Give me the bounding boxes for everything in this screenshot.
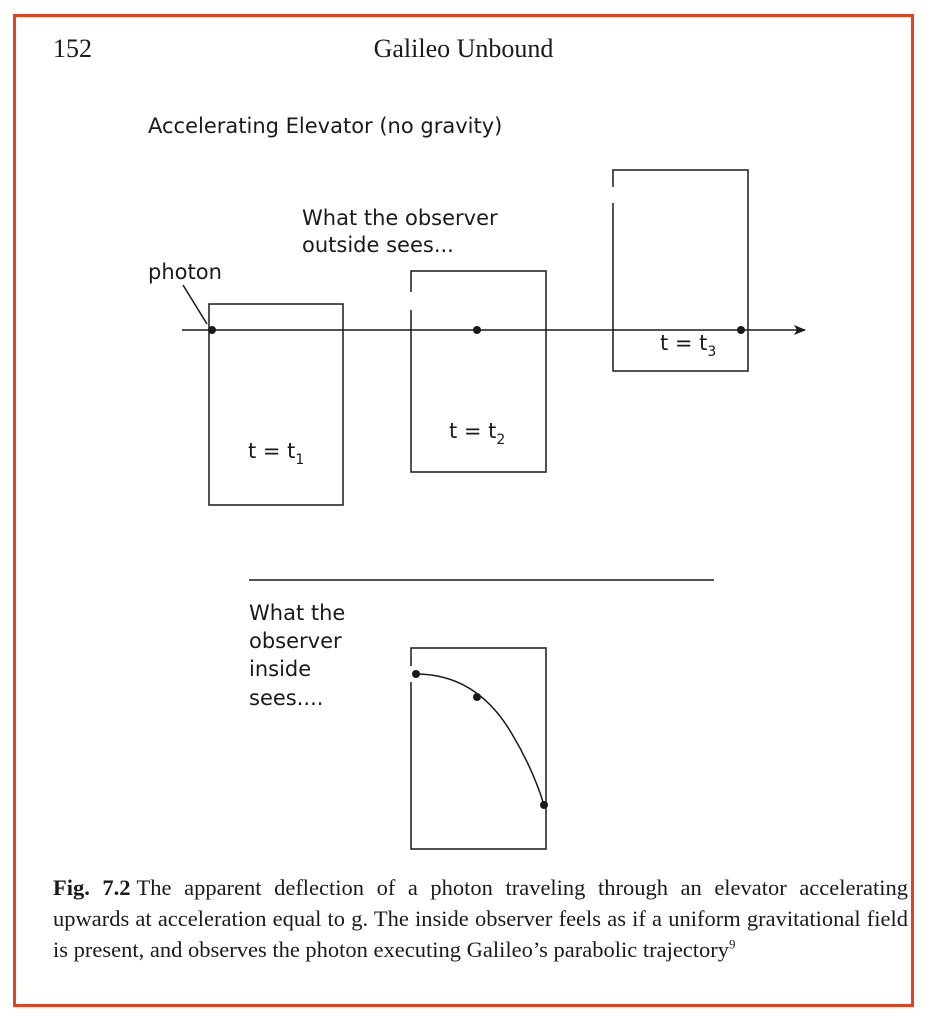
inside-caption-line2: observer [249,629,342,653]
elevator-box-t3 [612,169,749,372]
time-label-t2: t = t2 [449,419,505,448]
time-label-t3: t = t3 [660,331,716,360]
outside-caption-line2: outside sees... [302,233,454,257]
elevator-box-t1 [208,303,344,506]
inside-caption-line3: inside [249,657,311,681]
inside-caption-line4: sees.... [249,686,323,710]
photon-dot-t3 [737,326,745,334]
footnote-marker: 9 [729,936,736,952]
page-number: 152 [53,34,92,63]
inside-caption-line1: What the [249,601,345,625]
photon-label: photon [148,260,222,284]
trajectory-dot-3 [540,801,548,809]
figure-number: Fig. 7.2 [53,875,131,900]
outside-caption-line1: What the observer [302,206,498,230]
running-title: Galileo Unbound [373,34,554,63]
photon-dot-t1 [208,326,216,334]
elevator-box-t2 [410,270,547,473]
elevator-diagram: Accelerating Elevator (no gravity) What … [148,114,806,850]
trajectory-dot-2 [473,693,481,701]
parabolic-trajectory [415,673,545,806]
caption-text: The apparent deflection of a photon trav… [53,875,908,962]
diagram-title: Accelerating Elevator (no gravity) [148,114,502,138]
page-frame: 152 Galileo Unbound Accelerating Elevato… [13,14,914,1007]
trajectory-dot-1 [412,670,420,678]
time-label-t1: t = t1 [248,439,304,468]
photon-leader-line [182,284,208,325]
photon-dot-t2 [473,326,481,334]
elevator-box-inside [410,647,547,850]
